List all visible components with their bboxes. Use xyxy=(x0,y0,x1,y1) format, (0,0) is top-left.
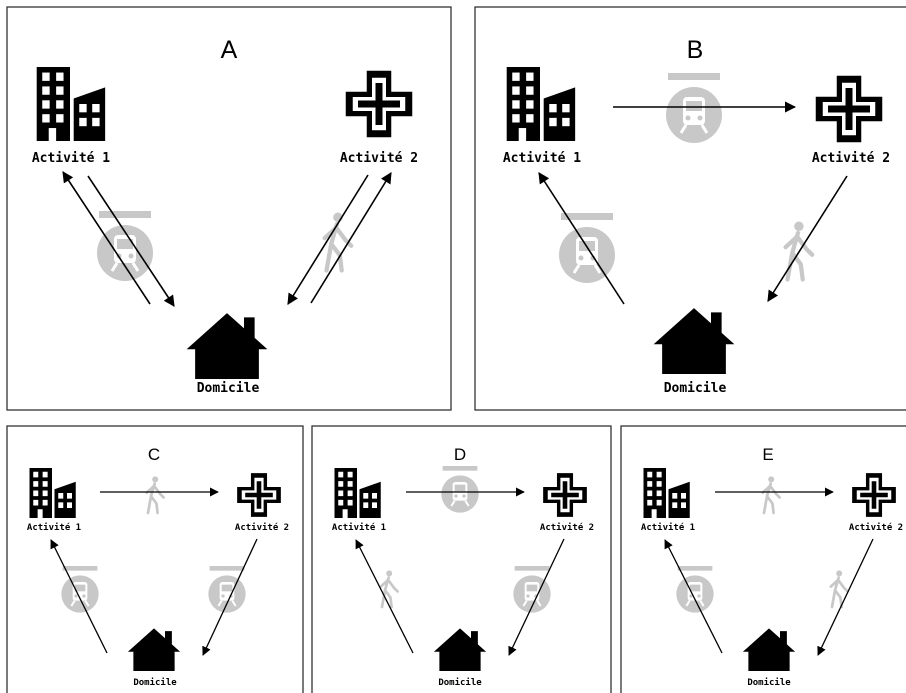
home-label: Domicile xyxy=(438,677,482,688)
house-icon xyxy=(653,308,735,374)
trip-arrows xyxy=(62,171,392,307)
panel-b-frame xyxy=(474,6,906,411)
activity-1-label: Activité 1 xyxy=(503,151,581,166)
home-label: Domicile xyxy=(747,677,791,688)
transit-icon xyxy=(440,466,480,514)
activity-2-label: Activité 2 xyxy=(849,522,903,533)
walking-icon xyxy=(145,474,166,515)
house-icon xyxy=(186,313,268,379)
transit-icon xyxy=(95,211,155,283)
panel-c: C Activité 1 Activité 2 Domicile xyxy=(6,425,304,693)
transit-icon xyxy=(207,566,247,614)
arrow-activity-2-to-home xyxy=(508,538,565,656)
panel-c-frame xyxy=(6,425,304,693)
arrow-activity-2-to-home xyxy=(767,175,848,302)
arrow-home-to-activity-1 xyxy=(62,171,151,305)
walking-icon xyxy=(829,568,850,609)
panel-e-letter: E xyxy=(762,445,773,464)
arrow-activity-2-to-home xyxy=(287,174,369,305)
walking-icon xyxy=(379,568,400,609)
medical-cross-icon xyxy=(237,473,281,517)
arrow-activity-2-to-home xyxy=(202,538,258,656)
house-icon xyxy=(742,628,796,671)
office-buildings-icon xyxy=(506,67,576,141)
medical-cross-icon xyxy=(345,70,413,138)
panel-a-frame xyxy=(6,6,452,411)
arrow-home-to-activity-1 xyxy=(355,539,414,654)
activity-2-label: Activité 2 xyxy=(812,151,890,166)
activity-2-label: Activité 2 xyxy=(340,151,418,166)
medical-cross-icon xyxy=(852,473,896,517)
walking-icon xyxy=(786,222,813,280)
arrow-activity-1-to-home xyxy=(87,175,175,307)
arrow-home-to-activity-2 xyxy=(310,172,392,304)
trip-arrows xyxy=(538,101,848,305)
panel-a: A Activité 1 Activité 2 Domicile xyxy=(6,6,452,411)
activity-2-label: Activité 2 xyxy=(540,522,594,533)
activity-1-label: Activité 1 xyxy=(332,522,386,533)
activity-2-label: Activité 2 xyxy=(235,522,289,533)
house-icon xyxy=(127,628,181,671)
home-label: Domicile xyxy=(133,677,177,688)
panel-e: E Activité 1 Activité 2 Domicile xyxy=(620,425,906,693)
panel-d-frame xyxy=(311,425,612,693)
office-buildings-icon xyxy=(643,468,690,518)
arrow-home-to-activity-1 xyxy=(50,539,108,654)
panel-b: B Activité 1 Activité 2 Domicile xyxy=(474,6,906,411)
office-buildings-icon xyxy=(36,67,106,141)
home-label: Domicile xyxy=(664,381,727,396)
medical-cross-icon xyxy=(815,75,883,143)
panel-d-letter: D xyxy=(454,445,466,464)
transit-icon xyxy=(664,73,724,145)
trip-arrows xyxy=(355,487,565,656)
office-buildings-icon xyxy=(29,468,76,518)
arrow-home-to-activity-1 xyxy=(538,172,625,305)
panel-b-letter: B xyxy=(687,36,704,64)
activity-1-label: Activité 1 xyxy=(641,522,695,533)
medical-cross-icon xyxy=(543,473,587,517)
panel-d: D Activité 1 Activité 2 Domicile xyxy=(311,425,612,693)
activity-1-label: Activité 1 xyxy=(32,151,110,166)
panel-e-frame xyxy=(620,425,906,693)
office-buildings-icon xyxy=(334,468,381,518)
arrow-activity-2-to-home xyxy=(817,538,874,656)
arrow-home-to-activity-1 xyxy=(664,539,723,654)
home-label: Domicile xyxy=(197,381,260,396)
walking-icon xyxy=(761,474,782,515)
walking-icon xyxy=(325,213,352,271)
panel-c-letter: C xyxy=(148,445,160,464)
house-icon xyxy=(433,628,487,671)
trip-arrows xyxy=(50,487,258,656)
activity-1-label: Activité 1 xyxy=(27,522,81,533)
panel-a-letter: A xyxy=(221,36,238,64)
trip-arrows xyxy=(664,487,874,656)
